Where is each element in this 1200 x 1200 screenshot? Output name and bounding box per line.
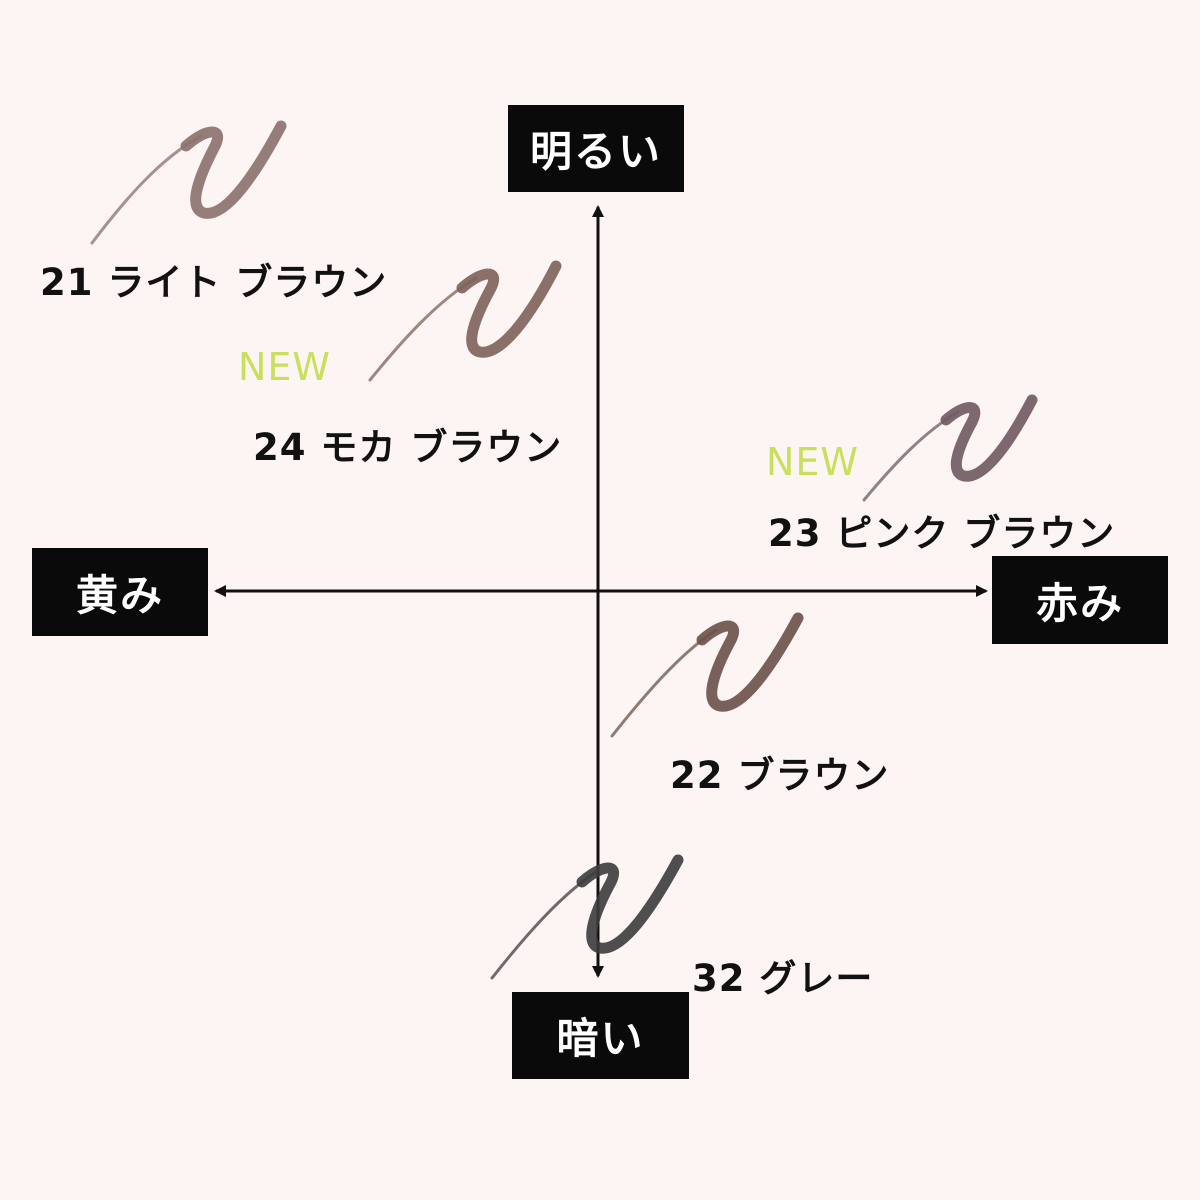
swatch-21-light-brown — [90, 120, 287, 245]
axis-label-reddish: 赤み — [992, 556, 1168, 644]
shade-label-24: 24 モカ ブラウン — [253, 426, 563, 469]
shade-label-22: 22 ブラウン — [670, 754, 890, 797]
axis-label-dark: 暗い — [512, 992, 689, 1079]
new-badge-23: NEW — [766, 440, 860, 484]
swatch-23-pink-brown — [862, 394, 1038, 502]
new-badge-24: NEW — [238, 345, 332, 389]
swatch-24-mocha-brown — [368, 260, 562, 382]
axis-label-reddish-text: 赤み — [1035, 578, 1124, 628]
swatch-32-gray — [490, 854, 684, 980]
axis-label-yellowish-text: 黄み — [75, 570, 164, 620]
swatch-22-brown — [610, 612, 804, 738]
axis-label-bright-text: 明るい — [529, 127, 662, 176]
shade-label-23: 23 ピンク ブラウン — [768, 512, 1116, 555]
axis-label-dark-text: 暗い — [556, 1014, 645, 1063]
shade-label-32: 32 グレー — [692, 957, 874, 1000]
axis-label-bright: 明るい — [508, 105, 684, 192]
shade-label-21: 21 ライト ブラウン — [40, 261, 388, 304]
axis-label-yellowish: 黄み — [32, 548, 208, 636]
